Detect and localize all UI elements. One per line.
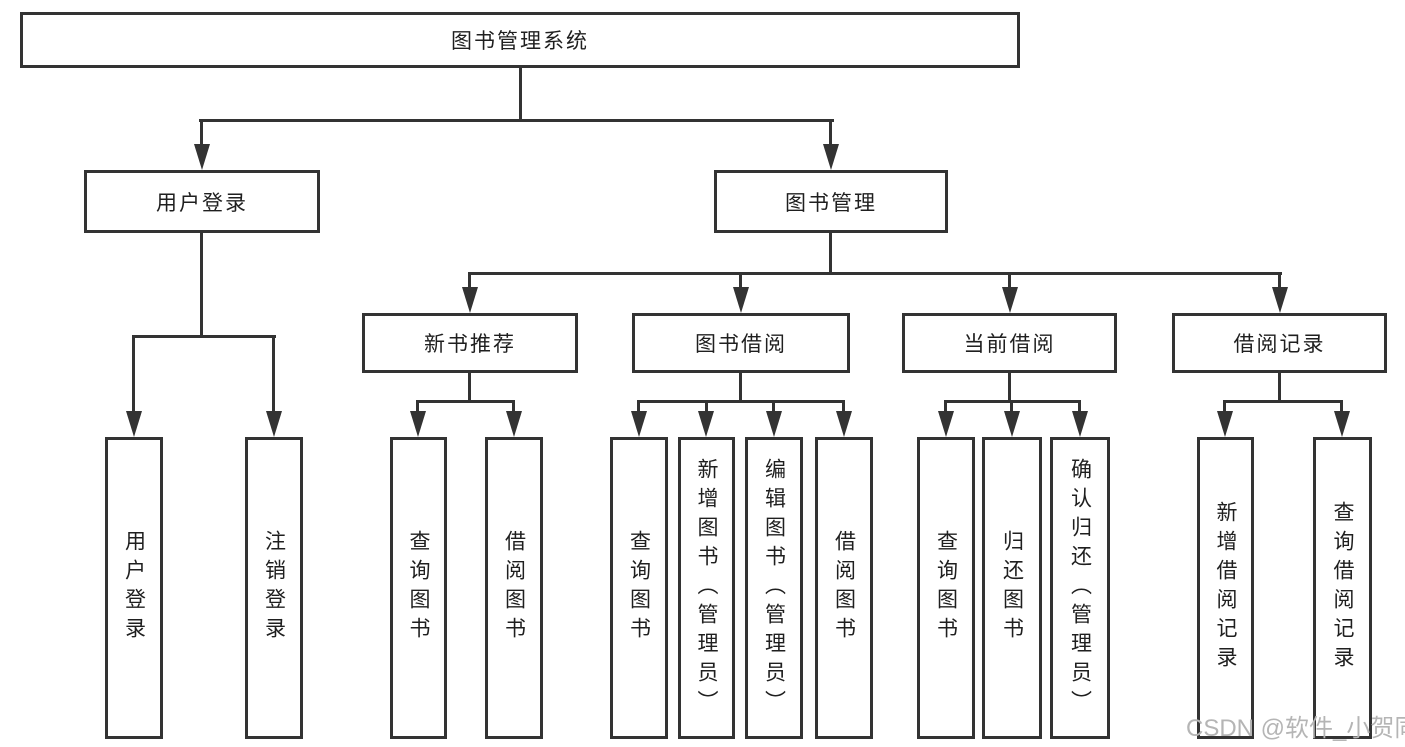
node-new-book-recommend-label: 新书推荐 [424,333,516,356]
connector-line [842,400,845,412]
connector-line [272,335,275,413]
watermark: CSDN @软件_小贺同学 [1186,715,1405,742]
leaf-label: 新增借阅记录 [1214,501,1237,675]
node-user-login: 用户登录 [84,170,320,233]
connector-line [1008,272,1011,289]
leaf-label: 查询图书 [934,530,958,646]
arrow-down-icon [1072,411,1088,437]
arrow-down-icon [462,287,478,313]
arrow-down-icon [506,411,522,437]
connector-line [1010,400,1013,412]
leaf-label: 新增图书（管理员） [695,457,718,719]
connector-line [944,400,947,412]
arrow-down-icon [733,287,749,313]
arrow-down-icon [266,411,282,437]
node-book-management-label: 图书管理 [785,191,877,215]
leaf-add-book-admin: 新增图书（管理员） [678,437,735,739]
arrow-down-icon [410,411,426,437]
connector-line [1078,400,1081,412]
leaf-edit-book-admin: 编辑图书（管理员） [745,437,803,739]
connector-line [512,400,515,412]
arrow-down-icon [1334,411,1350,437]
leaf-label: 用户登录 [122,530,146,646]
connector-line [637,400,845,403]
leaf-borrow-books-2: 借阅图书 [815,437,873,739]
connector-line [705,400,708,412]
leaf-query-books-2: 查询图书 [610,437,668,739]
leaf-query-borrow-record: 查询借阅记录 [1313,437,1372,739]
leaf-logout: 注销登录 [245,437,303,739]
arrow-down-icon [631,411,647,437]
connector-line [468,272,1282,275]
leaf-label: 归还图书 [1000,530,1024,646]
node-new-book-recommend: 新书推荐 [362,313,578,373]
connector-line [1223,400,1226,412]
connector-line [416,400,419,412]
connector-line [200,119,203,145]
leaf-confirm-return-admin: 确认归还（管理员） [1050,437,1110,739]
connector-line [1278,373,1281,403]
connector-line [739,373,742,403]
leaf-label: 查询借阅记录 [1331,501,1354,675]
connector-line [468,373,471,403]
arrow-down-icon [836,411,852,437]
leaf-label: 借阅图书 [832,530,856,646]
connector-line [1278,272,1281,289]
connector-line [739,272,742,289]
connector-line [772,400,775,412]
node-borrow-records-label: 借阅记录 [1233,333,1326,356]
connector-line [1340,400,1343,412]
arrow-down-icon [823,144,839,170]
connector-line [200,233,203,338]
leaf-borrow-books-1: 借阅图书 [485,437,543,739]
leaf-label: 查询图书 [407,530,430,646]
connector-line [519,68,522,120]
connector-line [132,335,135,413]
leaf-label: 注销登录 [262,530,286,646]
leaf-label: 编辑图书（管理员） [762,457,786,719]
node-book-borrow-label: 图书借阅 [695,333,787,356]
node-user-login-label: 用户登录 [156,191,248,215]
arrow-down-icon [1002,287,1018,313]
arrow-down-icon [126,411,142,437]
connector-line [1223,400,1343,403]
arrow-down-icon [938,411,954,437]
connector-line [199,119,834,122]
connector-line [1008,373,1011,403]
connector-line [829,233,832,275]
node-current-borrow-label: 当前借阅 [963,333,1056,356]
connector-line [416,400,515,403]
connector-line [468,272,471,289]
node-root: 图书管理系统 [20,12,1020,68]
leaf-add-borrow-record: 新增借阅记录 [1197,437,1254,739]
arrow-down-icon [766,411,782,437]
leaf-label: 借阅图书 [502,530,526,646]
arrow-down-icon [194,144,210,170]
connector-line [132,335,276,338]
leaf-label: 查询图书 [627,530,651,646]
leaf-user-login: 用户登录 [105,437,163,739]
node-borrow-records: 借阅记录 [1172,313,1387,373]
connector-line [637,400,640,412]
leaf-query-books-1: 查询图书 [390,437,447,739]
connector-line [829,119,832,145]
node-root-label: 图书管理系统 [451,30,589,53]
arrow-down-icon [1217,411,1233,437]
node-book-management: 图书管理 [714,170,948,233]
arrow-down-icon [1272,287,1288,313]
leaf-query-books-3: 查询图书 [917,437,975,739]
leaf-label: 确认归还（管理员） [1068,457,1092,719]
leaf-return-books: 归还图书 [982,437,1042,739]
node-book-borrow: 图书借阅 [632,313,850,373]
arrow-down-icon [698,411,714,437]
node-current-borrow: 当前借阅 [902,313,1117,373]
arrow-down-icon [1004,411,1020,437]
